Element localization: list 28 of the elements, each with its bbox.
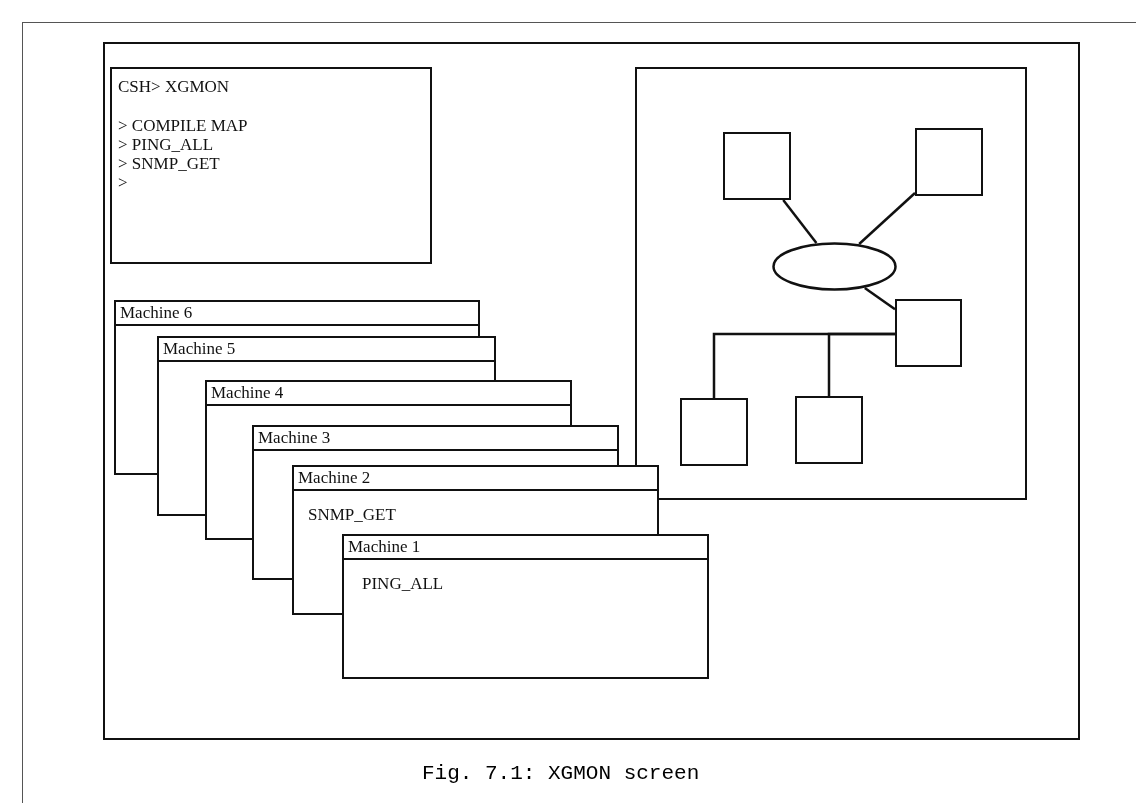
host-box (795, 396, 863, 464)
terminal-line: > (118, 173, 128, 193)
window-text: PING_ALL (362, 574, 444, 594)
window-title: Machine 4 (211, 383, 284, 403)
window-title: Machine 2 (298, 468, 371, 488)
terminal-line: > COMPILE MAP (118, 116, 248, 136)
host-box (680, 398, 748, 466)
window-title: Machine 6 (120, 303, 193, 323)
terminal-window (110, 67, 432, 264)
network-link (782, 199, 818, 244)
machine-dialog (342, 534, 709, 679)
network-link (858, 192, 916, 245)
window-title: Machine 3 (258, 428, 331, 448)
network-ellipse (772, 242, 897, 291)
terminal-line: > SNMP_GET (118, 154, 220, 174)
terminal-line: > PING_ALL (118, 135, 214, 155)
host-box (915, 128, 983, 196)
host-box (723, 132, 791, 200)
figure-caption: Fig. 7.1: XGMON screen (422, 762, 700, 785)
window-title: Machine 1 (348, 537, 421, 557)
terminal-line: CSH> XGMON (118, 77, 230, 97)
screen-frame (103, 42, 1080, 740)
network-map-window (635, 67, 1027, 500)
window-title: Machine 5 (163, 339, 236, 359)
network-link (864, 286, 896, 311)
host-box (895, 299, 962, 367)
network-link (827, 332, 895, 396)
window-text: SNMP_GET (308, 505, 396, 525)
